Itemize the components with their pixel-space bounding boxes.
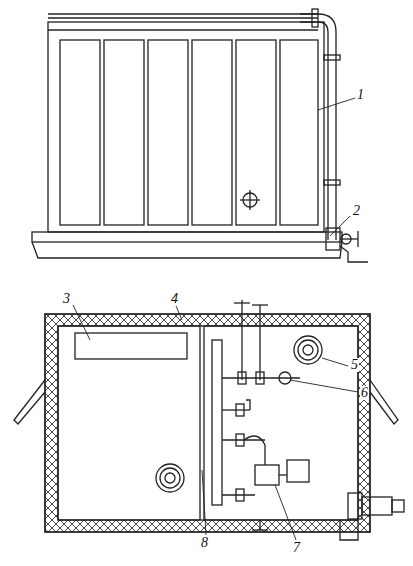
callout-number: 3: [62, 292, 71, 306]
callout-number: 2: [352, 204, 361, 218]
callout-number: 8: [200, 536, 209, 550]
callout-number: 6: [360, 386, 369, 400]
callout-number: 1: [356, 88, 365, 102]
fan-left: [156, 464, 184, 492]
callout-number: 4: [170, 292, 179, 306]
callout-number: 7: [292, 541, 301, 555]
plan-view: [14, 98, 404, 540]
fan-right: [294, 336, 322, 364]
side-view: [32, 9, 368, 262]
callout-number: 5: [350, 358, 359, 372]
